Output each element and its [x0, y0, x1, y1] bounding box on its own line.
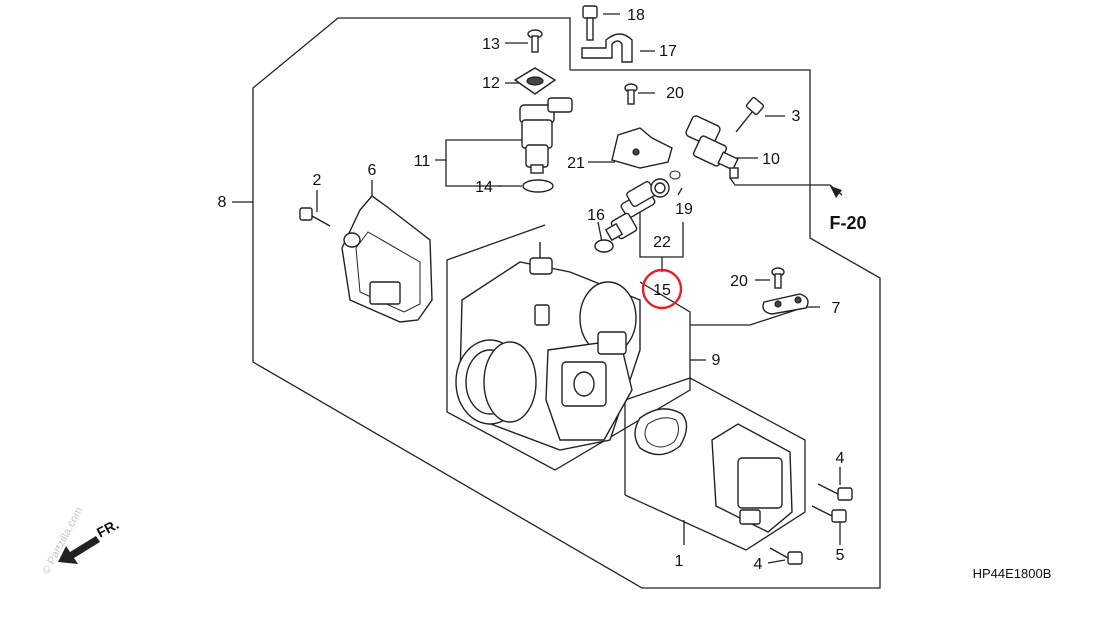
callout-18[interactable]: 18 — [627, 7, 645, 24]
callout-12[interactable]: 12 — [482, 75, 500, 92]
front-label: FR. — [94, 516, 121, 541]
bolt-2-icon — [299, 207, 331, 227]
injector-22-icon — [604, 180, 656, 242]
callout-6[interactable]: 6 — [368, 162, 377, 179]
callout-20-lower[interactable]: 20 — [730, 273, 748, 290]
cover-6-icon — [341, 195, 433, 323]
assembly-outline-8 — [252, 17, 881, 589]
o-ring-14-icon — [522, 179, 554, 193]
bolt-5-icon — [811, 505, 847, 523]
callout-19[interactable]: 19 — [675, 201, 693, 218]
clamp-17-icon — [581, 33, 633, 63]
callout-3[interactable]: 3 — [792, 108, 801, 125]
bolt-3-icon — [735, 97, 765, 133]
callout-2[interactable]: 2 — [313, 172, 322, 189]
o-ring-16-icon — [594, 239, 614, 253]
callout-15[interactable]: 15 — [653, 282, 671, 299]
sensor-10-icon — [685, 115, 739, 179]
throttle-body-9-icon — [455, 242, 641, 451]
plate-12-icon — [513, 67, 557, 95]
bolt-4-upper-icon — [817, 483, 853, 501]
callout-5[interactable]: 5 — [836, 547, 845, 564]
assembly-outline-9 — [446, 224, 691, 471]
callout-4-upper[interactable]: 4 — [836, 450, 845, 467]
reference-label[interactable]: F-20 — [829, 213, 866, 233]
plate-7-icon — [762, 293, 809, 315]
front-arrow-icon — [58, 536, 100, 564]
callout-9[interactable]: 9 — [712, 352, 721, 369]
seal-19-icon — [650, 170, 681, 198]
callout-1[interactable]: 1 — [675, 553, 684, 570]
bolt-20-lower-icon — [771, 267, 785, 289]
bolt-4-lower-icon — [769, 547, 803, 565]
gasket-icon — [634, 408, 688, 456]
callout-17[interactable]: 17 — [659, 43, 677, 60]
callout-13[interactable]: 13 — [482, 36, 500, 53]
callout-14[interactable]: 14 — [475, 179, 493, 196]
callout-4-lower[interactable]: 4 — [754, 556, 763, 573]
callout-11[interactable]: 11 — [414, 153, 431, 170]
callout-16[interactable]: 16 — [587, 207, 605, 224]
callout-22[interactable]: 22 — [653, 234, 671, 251]
callout-8[interactable]: 8 — [218, 194, 227, 211]
callout-20-top[interactable]: 20 — [666, 85, 684, 102]
injector-11-icon — [519, 97, 573, 174]
sensor-unit-icon — [711, 423, 793, 533]
callout-21[interactable]: 21 — [567, 155, 585, 172]
highlight-ring — [641, 268, 683, 310]
bolt-20-top-icon — [624, 83, 638, 105]
diagram-code: HP44E1800B — [973, 566, 1052, 581]
reference-arrow-icon — [830, 186, 842, 198]
watermark-text: © Partzilla.com — [40, 505, 85, 576]
callout-10[interactable]: 10 — [762, 151, 780, 168]
bolt-13-icon — [527, 29, 543, 53]
bolt-18-icon — [582, 5, 598, 41]
leader-lines — [232, 13, 843, 564]
callout-7[interactable]: 7 — [832, 300, 841, 317]
bracket-21-icon — [611, 127, 673, 169]
callout-numbers: 1 2 3 4 4 5 6 7 8 9 10 11 12 13 14 15 16… — [218, 7, 845, 573]
